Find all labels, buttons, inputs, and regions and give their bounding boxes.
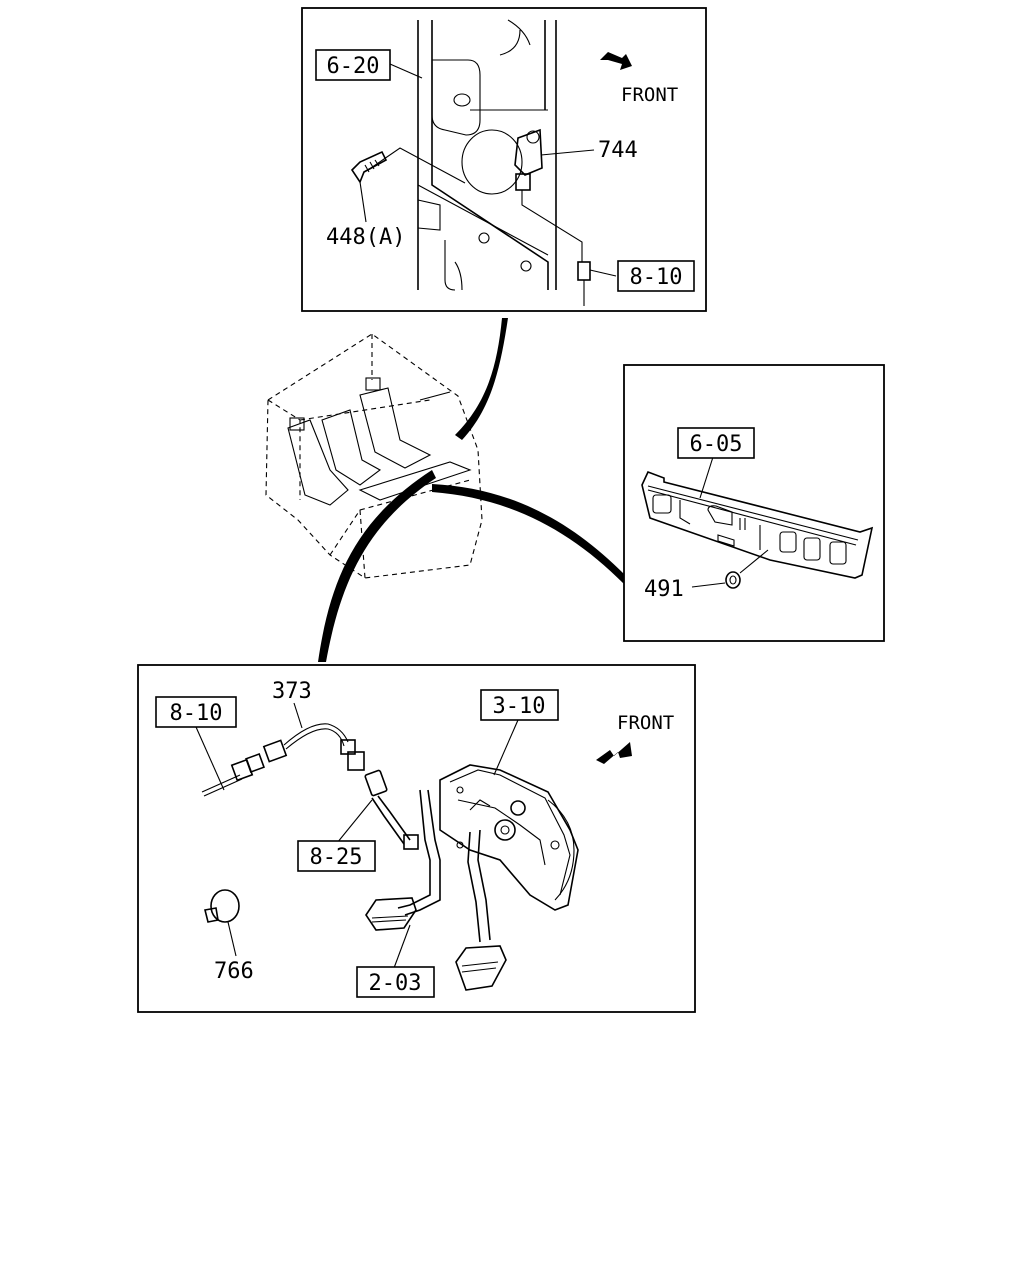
right-detail-panel: 6-05 491 bbox=[623, 364, 885, 642]
front-arrow-icon bbox=[600, 52, 632, 70]
callout-box-8-10 bbox=[617, 260, 695, 292]
callout-box-6-05 bbox=[677, 427, 755, 459]
callout-373: 373 bbox=[272, 679, 312, 704]
callout-8-25: 8-25 bbox=[310, 845, 363, 870]
callout-box-3-10 bbox=[480, 689, 559, 721]
callout-8-10: 8-10 bbox=[630, 265, 683, 290]
callout-6-20: 6-20 bbox=[327, 54, 380, 79]
callout-491: 491 bbox=[644, 577, 684, 602]
callout-6-05: 6-05 bbox=[690, 432, 743, 457]
callout-744: 744 bbox=[598, 138, 638, 163]
callout-8-10: 8-10 bbox=[170, 701, 223, 726]
connector-swooshes bbox=[318, 318, 624, 662]
callout-box-2-03 bbox=[356, 966, 435, 998]
callout-3-10: 3-10 bbox=[493, 694, 546, 719]
front-arrow-icon bbox=[596, 742, 632, 764]
callout-box-8-10 bbox=[155, 696, 237, 728]
front-label: FRONT bbox=[621, 84, 678, 106]
top-detail-panel: 6-20 FRONT 744 448(A) 8-10 bbox=[301, 7, 707, 312]
cab-overview-illustration bbox=[265, 333, 483, 579]
front-label: FRONT bbox=[617, 712, 674, 734]
callout-766: 766 bbox=[214, 959, 254, 984]
callout-448a: 448(A) bbox=[326, 225, 405, 250]
callout-2-03: 2-03 bbox=[369, 971, 422, 996]
callout-box-8-25 bbox=[297, 840, 376, 872]
callout-box-6-20 bbox=[315, 49, 391, 81]
bottom-detail-panel: 8-10 373 3-10 FRONT 8-25 766 2-03 bbox=[137, 664, 696, 1013]
